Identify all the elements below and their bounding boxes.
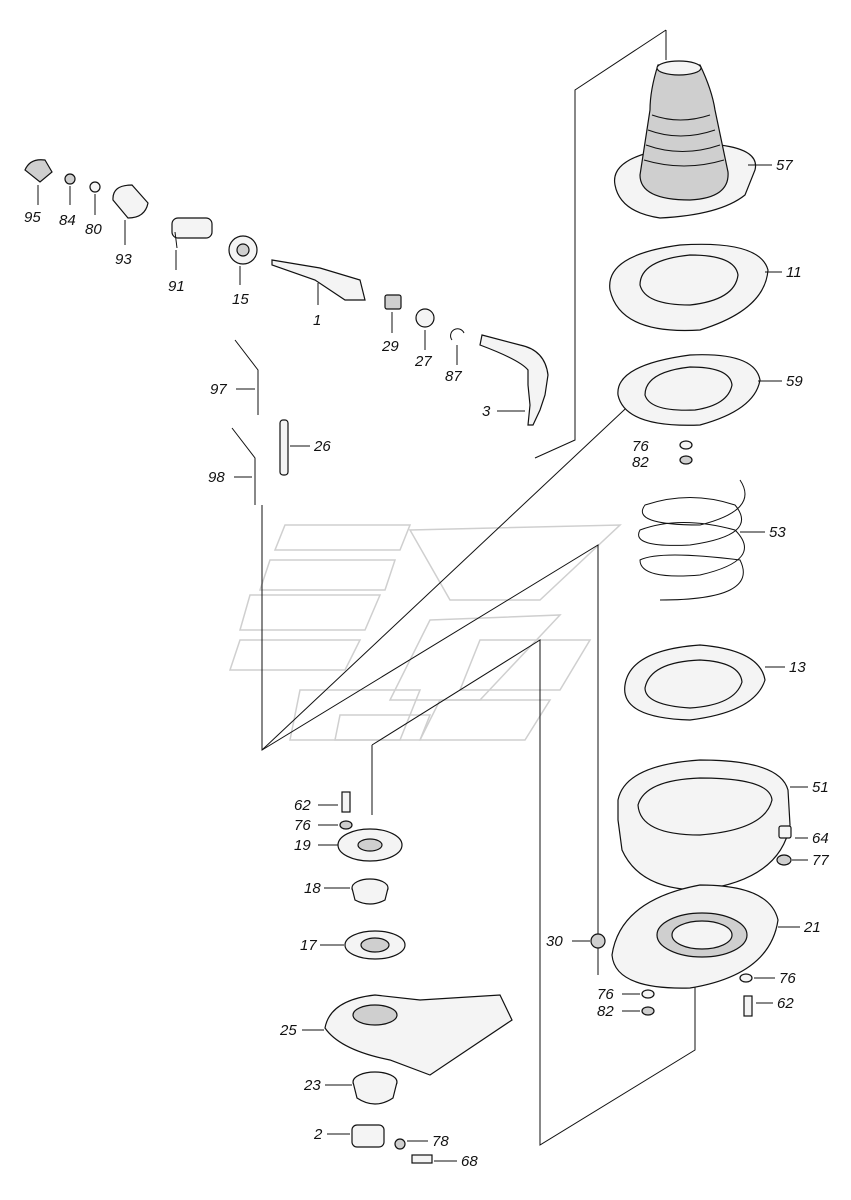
label-51: 51 <box>812 779 829 796</box>
part-84 <box>64 173 76 185</box>
part-68-bolt <box>411 1154 433 1164</box>
label-62: 62 <box>294 797 311 814</box>
part-53-spring <box>638 479 746 601</box>
label-13: 13 <box>789 659 806 676</box>
label-93: 93 <box>115 251 132 268</box>
label-78: 78 <box>432 1133 449 1150</box>
watermark-logo <box>228 524 622 741</box>
part-27 <box>415 308 435 328</box>
label-15: 15 <box>232 291 249 308</box>
label-68: 68 <box>461 1153 478 1170</box>
label-11: 11 <box>786 264 802 281</box>
label-95: 95 <box>24 209 41 226</box>
part-97-rod <box>234 339 259 415</box>
part-95 <box>24 159 53 183</box>
part-21-base-plate <box>611 884 779 989</box>
label-17: 17 <box>300 937 317 954</box>
part-30-nut <box>590 933 606 949</box>
label-1: 1 <box>313 312 321 329</box>
label-59: 59 <box>786 373 803 390</box>
label-21: 21 <box>803 919 821 936</box>
part-15 <box>228 235 258 265</box>
label-29: 29 <box>381 338 399 355</box>
label-82: 82 <box>597 1003 614 1020</box>
label-84: 84 <box>59 212 76 229</box>
part-18-bushing <box>351 878 389 905</box>
part-59-gasket <box>617 354 761 426</box>
part-19-flange <box>337 828 403 862</box>
part-17-bushing <box>344 930 406 960</box>
part-76-82-washers-upper <box>679 440 693 465</box>
part-lower-right-fasteners <box>641 973 753 1017</box>
part-64-77-bolt <box>776 825 792 866</box>
label-18: 18 <box>304 880 321 897</box>
label-87: 87 <box>445 368 462 385</box>
part-1-lever <box>271 259 366 301</box>
label-26: 26 <box>313 438 331 455</box>
part-62-bolt-upper <box>341 791 351 813</box>
part-2-clamp <box>351 1124 385 1148</box>
part-80 <box>89 181 101 193</box>
label-97: 97 <box>210 381 227 398</box>
part-78-washer <box>394 1138 406 1150</box>
part-23-bushing <box>352 1071 398 1105</box>
part-25-bracket <box>324 994 513 1076</box>
part-13-ring-plate <box>624 644 766 721</box>
part-26-pin <box>279 419 289 476</box>
label-77: 77 <box>812 852 829 869</box>
label-76: 76 <box>294 817 311 834</box>
label-19: 19 <box>294 837 311 854</box>
part-76-washer-center <box>339 820 353 830</box>
label-76: 76 <box>597 986 614 1003</box>
part-29 <box>384 294 402 310</box>
part-51-housing <box>617 759 791 891</box>
label-30: 30 <box>546 933 563 950</box>
label-57: 57 <box>776 157 793 174</box>
part-93-knob <box>112 184 149 219</box>
part-91 <box>171 217 213 249</box>
part-98-rod <box>231 427 256 505</box>
part-57-rubber-boot <box>613 60 757 219</box>
label-53: 53 <box>769 524 786 541</box>
label-62: 62 <box>777 995 794 1012</box>
label-76: 76 <box>632 438 649 455</box>
label-82: 82 <box>632 454 649 471</box>
label-98: 98 <box>208 469 225 486</box>
label-23: 23 <box>303 1077 321 1094</box>
part-3-shaft <box>479 334 549 426</box>
part-labels: 57 11 59 76 82 53 13 51 64 77 21 30 76 7… <box>24 157 829 1170</box>
label-2: 2 <box>313 1126 323 1143</box>
label-76: 76 <box>779 970 796 987</box>
label-27: 27 <box>414 353 432 370</box>
label-80: 80 <box>85 221 102 238</box>
label-leaders <box>37 164 808 1162</box>
label-91: 91 <box>168 278 185 295</box>
label-3: 3 <box>482 403 491 420</box>
label-25: 25 <box>279 1022 297 1039</box>
label-64: 64 <box>812 830 829 847</box>
part-87 <box>450 328 465 341</box>
assembly-lines <box>261 29 696 1146</box>
part-11-gasket-plate <box>609 243 769 332</box>
